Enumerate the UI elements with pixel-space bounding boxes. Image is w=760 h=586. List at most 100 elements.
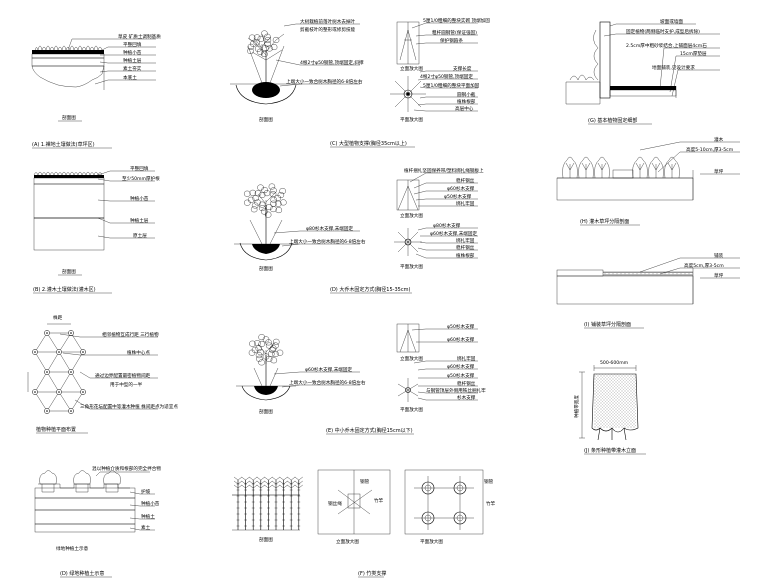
panel-f-label-2: 上端大小一致合树木胸径的6-8倍左右 (289, 238, 366, 245)
panel-f-side-7: φ60杉木支撑,末端固定 (430, 230, 477, 237)
panel-h-bamboo-elevation (232, 476, 303, 531)
panel-b-subtitle: 剖面图 (62, 268, 76, 275)
panel-h-detail-elevation (317, 469, 391, 535)
panel-e-side-6: 5厘1/0粗细的整块平面加固 (423, 82, 480, 89)
panel-e-subtitle: 剖面图 (259, 116, 273, 123)
panel-i-wall-detail (565, 21, 677, 105)
panel-e-side-leaders (411, 22, 478, 112)
panel-f-detail-bottom: 平面放大图 (400, 263, 423, 270)
panel-f-side-10: 植株根部 (456, 252, 475, 259)
panel-h-label-3: 竹竿 (374, 497, 384, 504)
panel-h-subtitle-2: 立面放大图 (336, 538, 359, 545)
panel-i-label-2: 固定植物(两侧临时支护,成型后拆除) (626, 28, 700, 35)
panel-e-side-2: 粗杆圆钢管(保证强固) (432, 29, 477, 36)
panel-d-leaders (95, 471, 155, 531)
panel-g-label-2: 上端大小一致合树木胸径的6-8倍左右 (289, 379, 366, 386)
panel-g-side-4: φ60杉木支撑 (447, 363, 475, 370)
panel-d-subtitle: 绿地种植土示意 (56, 545, 89, 552)
panel-e-side-5: 4根2寸φ50钢管,顶端固定 (420, 73, 473, 80)
panel-h-subtitle-3: 平面放大图 (420, 538, 443, 545)
panel-g-side-3: 绑扎牢固 (457, 355, 476, 362)
panel-k-caption: (I) 铺装草坪分隔剖面 (584, 321, 631, 328)
panel-j-label-3: 草坪 (714, 168, 724, 175)
panel-h-detail-plan (404, 469, 484, 535)
panel-e-label-2: 剪截枝叶的整形或修剪技能 (300, 26, 356, 33)
panel-l-caption: (J) 条形种植带灌木立面 (584, 447, 636, 454)
panel-f-side-6: φ80杉木支撑 (433, 222, 461, 229)
panel-a-label-6: 本底土 (123, 74, 137, 81)
panel-g-label-1: φ60杉木支撑,末端固定 (305, 366, 352, 373)
panel-c-dim: 株距 (53, 314, 63, 321)
panel-k-label-1: 铺装 (714, 252, 724, 259)
panel-a-label-2: 平整回填 (123, 41, 142, 48)
panel-d-label-4: 种植土 (141, 513, 155, 520)
panel-e-label-4: 上端大小一致合树木胸径的6-8倍左右 (286, 78, 363, 85)
panel-a-lawn-section (31, 45, 105, 90)
panel-d-label-1: 混以种植介质和根部的完全拌合物 (92, 465, 161, 472)
panel-h-label-5: 竹竿 (486, 500, 496, 507)
panel-h-label-4: 钢管 (484, 478, 494, 485)
panel-j-label-1: 灌木 (714, 136, 724, 143)
panel-b-shrub-section (33, 171, 105, 251)
panel-f-section (234, 183, 298, 261)
panel-a-leaders (67, 38, 156, 85)
panel-e-leaders (275, 23, 360, 87)
panel-g-side-5: φ50杉木支撑 (447, 372, 475, 379)
panel-h-subtitle-1: 剖面图 (259, 536, 273, 543)
panel-l-dim-top: 500-600mm (600, 360, 629, 366)
panel-i-label-4: 15cm厚垫层 (680, 50, 707, 57)
panel-c-label-4: 用于中型的一半 (110, 381, 143, 388)
panel-e-detail-top: 立面放大图 (400, 65, 423, 72)
panel-k-label-3: 草坪 (714, 272, 724, 279)
panel-h-label-2: 钢丝绳 (328, 500, 342, 507)
panel-f-side-4: φ50杉木支撑 (444, 193, 472, 200)
panel-c-label-3: 通过边界配置最密植物间距 (95, 372, 151, 379)
panel-k-label-2: 高度5cm,厚3-5cm (684, 262, 724, 269)
panel-g-caption: (E) 中小乔木固定方式(胸径15cm以下) (326, 427, 413, 434)
panel-f-side-3: φ60杉木支撑 (447, 185, 475, 192)
panel-b-caption: (B) 2.灌木土壤做法(灌木区) (33, 286, 96, 293)
panel-l-hedge (579, 365, 639, 441)
panel-a-caption: (A) 1.裸地土壤做法(草坪区) (32, 141, 95, 148)
panel-g-side-7: 与钢管顶层外侧用铁丝捆扎牢 (426, 387, 486, 394)
panel-h-label-1: 钢管 (360, 478, 370, 485)
panel-e-side-3: 保护钢箍条 (440, 37, 463, 44)
panel-f-side-2: 稳杆钢丝 (456, 177, 475, 184)
panel-e-side-9: 高层中心 (455, 105, 474, 112)
panel-f-side-leaders (409, 172, 478, 259)
panel-j-leaders (639, 141, 740, 175)
panel-j-label-2: 高度5-10cm,厚3-5cm (686, 146, 734, 153)
panel-c-planting-grid (27, 323, 86, 414)
panel-j-edge-section (556, 156, 694, 201)
panel-l-dim-side: 种植带宽度 (573, 395, 580, 418)
panel-d-section (34, 470, 136, 533)
panel-c-label-5: 三角形花坛配置中等灌木种植 株间距点为适宜点 (80, 403, 178, 410)
panel-b-label-1: 平整回填 (130, 165, 149, 172)
panel-g-side-8: 杉木支撑 (457, 394, 476, 401)
panel-a-label-1: 草皮 矿质土调制基质 (118, 33, 161, 40)
panel-i-label-5: 地面铺装,见设计要求 (652, 64, 695, 71)
panel-f-label-1: φ80杉木支撑,末端固定 (306, 225, 353, 232)
panel-g-side-6: 稳杆钢丝 (457, 380, 476, 387)
panel-e-caption: (C) 大型植物支撑(胸径35cm以上) (330, 140, 407, 147)
panel-h-caption: (F) 竹类支撑 (358, 570, 386, 577)
panel-a-label-5: 素土夯实 (123, 65, 142, 72)
panel-f-subtitle: 剖面图 (259, 265, 273, 272)
panel-g-side-2: φ60杉木支撑 (447, 336, 475, 343)
panel-e-section (230, 30, 302, 105)
panel-a-label-3: 种植小苗 (123, 49, 142, 56)
panel-e-side-1: 5厘1/0粗细的整块实砌 顶端加固 (423, 17, 490, 24)
panel-i-caption: (G) 基本植物固定细部 (588, 117, 637, 124)
panel-k-leaders (639, 257, 740, 279)
panel-b-leaders (97, 170, 155, 239)
panel-e-side-4: 支撑长度 (453, 65, 472, 72)
panel-c-caption: 植物种植平面布置 (36, 426, 76, 433)
panel-c-label-2: 植株中心点 (127, 349, 150, 356)
panel-f-side-5: 绑扎牢固 (456, 200, 475, 207)
panel-f-detail-top: 立面放大图 (400, 212, 423, 219)
panel-b-label-3: 种植小苗 (130, 195, 149, 202)
panel-g-side-leaders (411, 328, 478, 401)
panel-f-caption: (D) 大乔木固定方式(胸径15-35cm) (330, 286, 410, 293)
